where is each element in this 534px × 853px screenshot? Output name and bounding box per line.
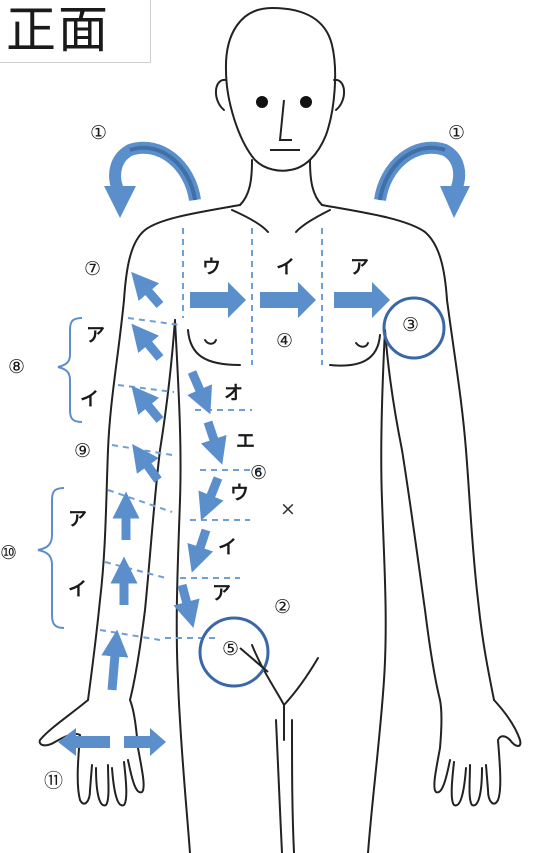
label-n5: ⑤ [222, 638, 239, 660]
label-n1-right: ① [448, 122, 465, 144]
kana-abd-i: イ [218, 536, 237, 558]
hand-arrows [58, 728, 166, 756]
chest-arrows [190, 282, 390, 318]
kana-upperarm-i: イ [80, 388, 99, 410]
direction-arrow-icon [112, 643, 116, 690]
nipple-left [205, 340, 216, 344]
leg-inner-left [276, 720, 282, 853]
label-n3: ③ [402, 314, 419, 336]
direction-arrow-icon [140, 334, 160, 358]
direction-arrow-icon [58, 728, 110, 756]
guide-arm-2 [118, 385, 174, 392]
kana-upperarm-a: ア [86, 324, 105, 346]
collarbone-right [296, 210, 330, 232]
direction-arrow-icon [192, 372, 205, 402]
left-arm-inner [130, 320, 175, 700]
groin-right [284, 658, 318, 705]
rotate-arrow-right [380, 148, 470, 218]
right-arm-outer [447, 300, 494, 700]
direction-arrow-icon [206, 478, 218, 508]
kana-abd-a: ア [212, 582, 231, 604]
left-ear [216, 80, 226, 110]
torso-right [368, 330, 386, 853]
label-n6: ⑥ [250, 462, 267, 484]
abdomen-arrows [182, 372, 218, 615]
label-n4: ④ [276, 330, 293, 352]
kana-forearm-i: イ [68, 578, 87, 600]
nose [280, 100, 292, 140]
face [256, 96, 312, 150]
kana-chest-a: ア [350, 256, 369, 278]
direction-arrow-icon [190, 282, 246, 318]
neck-right [310, 160, 322, 205]
head-outline [226, 8, 335, 171]
label-n8: ⑧ [8, 356, 25, 378]
navel-mark: × [280, 498, 296, 520]
label-n2: ② [274, 596, 291, 618]
kana-abd-u: ウ [230, 482, 249, 504]
guide-arm-1 [128, 318, 180, 325]
pec-right [330, 335, 380, 366]
leg-inner-right [292, 720, 294, 853]
rotate-arrow-left [104, 148, 195, 218]
direction-arrow-icon [124, 728, 166, 756]
kana-chest-u: ウ [202, 256, 221, 278]
direction-arrow-icon [196, 530, 206, 560]
neck-left [240, 160, 252, 205]
direction-arrow-icon [208, 422, 218, 452]
guide-arm-6 [100, 630, 160, 640]
left-arm-outer [88, 300, 124, 700]
right-arm-inner [385, 330, 440, 700]
right-hand [434, 700, 520, 805]
direction-arrow-icon [140, 396, 160, 420]
direction-arrow-icon [140, 282, 160, 305]
right-shoulder [322, 205, 447, 300]
direction-arrow-icon [182, 585, 190, 615]
kana-abd-e: エ [236, 430, 255, 452]
left-eye [256, 96, 268, 108]
guide-arm-4 [108, 490, 172, 512]
pec-left [188, 330, 240, 365]
direction-arrow-icon [140, 455, 158, 480]
collarbone-left [232, 210, 268, 232]
label-n1-left: ① [90, 122, 107, 144]
kana-abd-o: オ [224, 382, 243, 404]
right-eye [300, 96, 312, 108]
kana-forearm-a: ア [68, 508, 87, 530]
label-n11: ⑪ [44, 770, 63, 792]
nipple-right [356, 343, 368, 347]
direction-arrow-icon [260, 282, 316, 318]
guide-arm-5 [105, 562, 166, 578]
kana-chest-i: イ [276, 256, 295, 278]
label-n10: ⑩ [0, 542, 17, 564]
label-n9: ⑨ [74, 440, 91, 462]
label-n7: ⑦ [84, 258, 101, 280]
direction-arrow-icon [334, 282, 390, 318]
guide-arm-3 [112, 445, 172, 455]
